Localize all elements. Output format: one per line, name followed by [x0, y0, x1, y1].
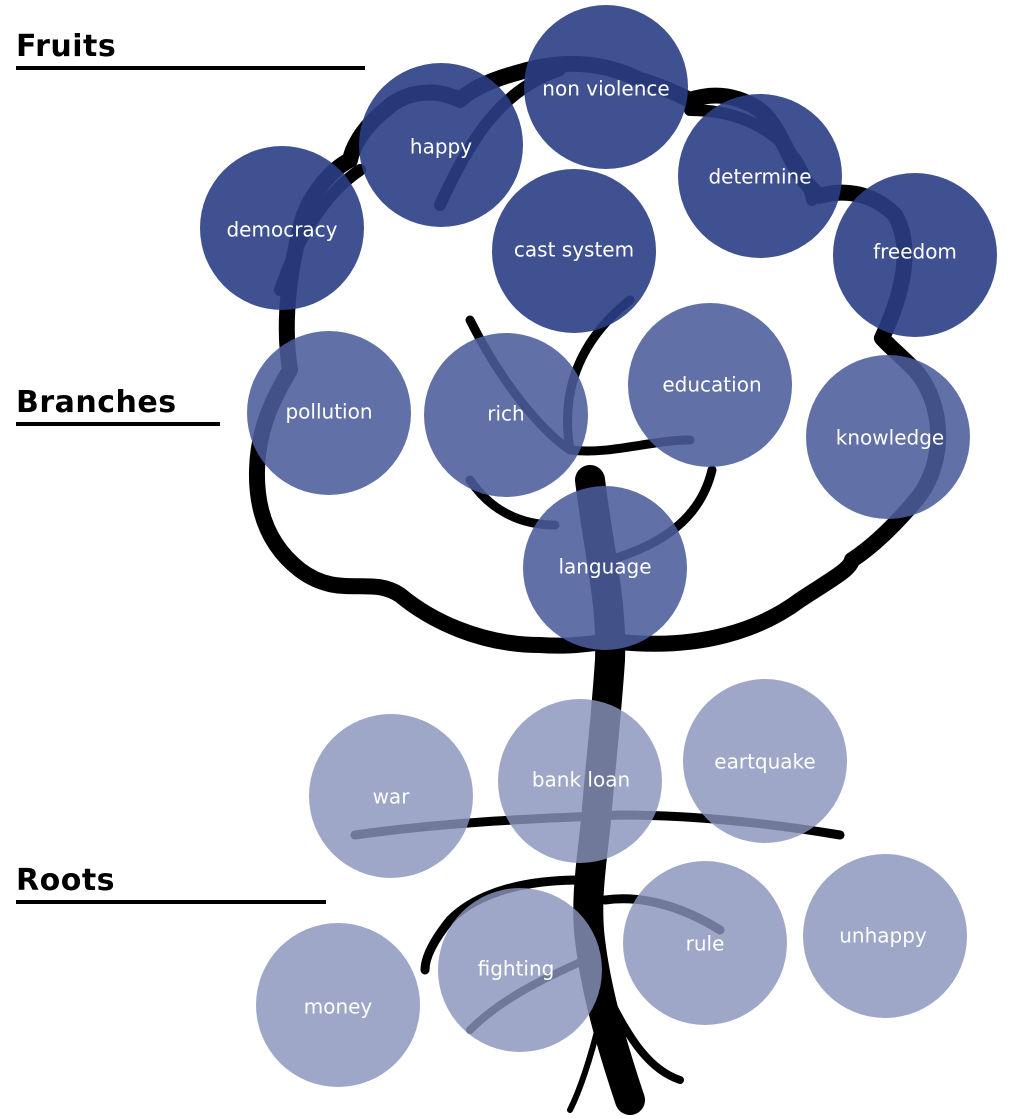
svg-text:non violence: non violence: [542, 77, 669, 101]
tree-root: [420, 875, 585, 975]
svg-text:language: language: [558, 555, 651, 579]
svg-text:freedom: freedom: [873, 240, 957, 264]
root-bubble: war: [309, 714, 473, 878]
branch-bubble: language: [523, 486, 687, 650]
fruit-bubble: determine: [678, 94, 842, 258]
svg-text:determine: determine: [708, 165, 811, 189]
tree-root: [567, 1017, 603, 1113]
svg-text:democracy: democracy: [226, 218, 337, 242]
root-bubble: unhappy: [803, 854, 967, 1018]
svg-text:education: education: [662, 373, 761, 397]
svg-text:happy: happy: [410, 135, 472, 159]
root-bubble: money: [256, 923, 420, 1087]
svg-text:money: money: [304, 995, 373, 1019]
branch-bubble: pollution: [247, 331, 411, 495]
fruit-bubble: democracy: [200, 146, 364, 310]
branch-bubble: education: [628, 303, 792, 467]
fruit-bubble: cast system: [492, 169, 656, 333]
roots-label: Roots: [16, 863, 116, 898]
svg-text:war: war: [373, 785, 411, 809]
branches-underline: [16, 422, 220, 426]
fruit-bubble: happy: [359, 63, 523, 227]
root-bubble: fighting: [438, 888, 602, 1052]
svg-text:knowledge: knowledge: [836, 426, 944, 450]
root-bubble: bank loan: [498, 699, 662, 863]
svg-text:rule: rule: [686, 932, 725, 956]
fruit-bubble: non violence: [524, 5, 688, 169]
tree-root: [606, 996, 684, 1084]
svg-text:bank loan: bank loan: [532, 768, 630, 792]
svg-text:pollution: pollution: [285, 400, 372, 424]
branches-label: Branches: [16, 385, 177, 420]
branch-bubble: knowledge: [806, 355, 970, 519]
roots-underline: [16, 900, 326, 904]
svg-text:rich: rich: [487, 402, 524, 426]
fruit-bubble: freedom: [833, 173, 997, 337]
fruits-underline: [16, 66, 365, 70]
branch-bubble: rich: [424, 333, 588, 497]
root-bubble: rule: [623, 861, 787, 1025]
fruits-label: Fruits: [16, 29, 117, 64]
root-bubble: eartquake: [683, 679, 847, 843]
svg-text:eartquake: eartquake: [714, 750, 815, 774]
svg-text:unhappy: unhappy: [839, 924, 927, 948]
svg-text:fighting: fighting: [478, 957, 555, 981]
svg-text:cast system: cast system: [514, 238, 634, 262]
